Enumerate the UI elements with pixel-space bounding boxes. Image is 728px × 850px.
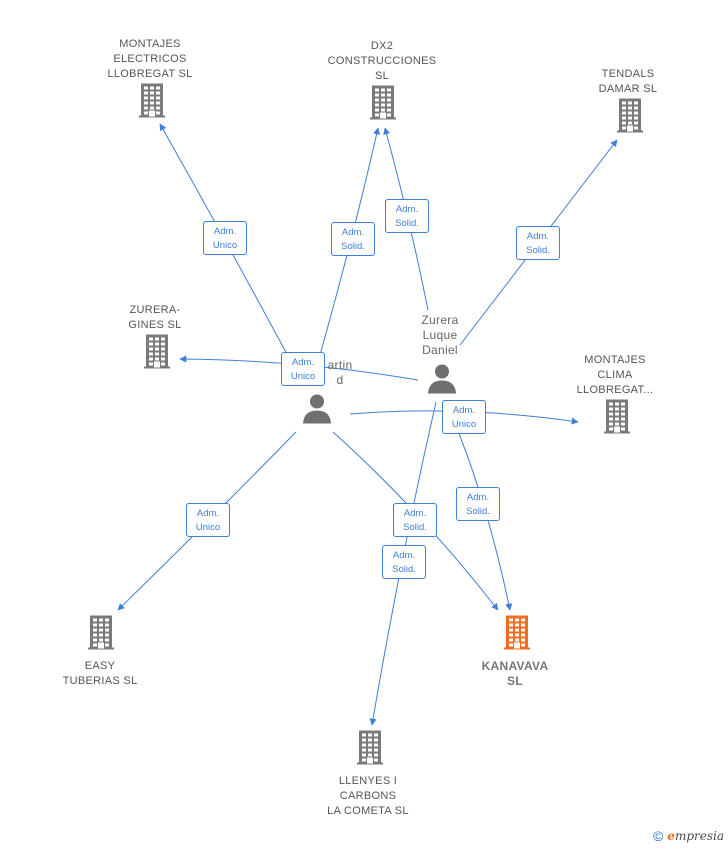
role-box-zurera-dx2[interactable]: Adm. Solid. [385, 199, 429, 233]
company-label-kanavava[interactable]: KANAVAVA SL [481, 659, 549, 688]
role-box-martin-montajes_electricos[interactable]: Adm. Unico [203, 221, 247, 255]
role-box-martin-easy[interactable]: Adm. Unico [186, 503, 230, 537]
building-icon[interactable] [144, 334, 170, 374]
building-icon[interactable] [617, 98, 643, 138]
building-icon[interactable] [88, 615, 114, 655]
building-icon[interactable] [604, 399, 630, 439]
role-box-martin-kanavava[interactable]: Adm. Solid. [393, 503, 437, 537]
company-label-easy[interactable]: EASY TUBERIAS SL [62, 660, 138, 687]
company-label-montajes_clima[interactable]: MONTAJES CLIMA LLOBREGAT... [576, 354, 654, 396]
building-icon[interactable] [139, 83, 165, 123]
building-icon[interactable] [370, 85, 396, 125]
role-box-martin-montajes_clima[interactable]: Adm. Unico [442, 400, 486, 434]
person-icon[interactable] [427, 364, 457, 399]
person-icon[interactable] [302, 394, 332, 429]
role-box-zurera-kanavava[interactable]: Adm. Solid. [456, 487, 500, 521]
role-box-martin-dx2[interactable]: Adm. Solid. [331, 222, 375, 256]
company-label-zurera_gines[interactable]: ZURERA- GINES SL [128, 304, 182, 331]
role-box-zurera-tendals[interactable]: Adm. Solid. [516, 226, 560, 260]
building-icon[interactable] [357, 730, 383, 770]
footer-brand: © empresia [653, 828, 724, 844]
copyright-symbol: © [652, 828, 664, 844]
empresia-logo: empresia [667, 829, 724, 843]
role-box-zurera-zurera_gines[interactable]: Adm. Unico [281, 352, 325, 386]
company-label-tendals[interactable]: TENDALS DAMAR SL [598, 68, 658, 95]
person-label-zurera[interactable]: Zurera Luque Daniel [421, 313, 459, 357]
person-label-martin[interactable]: artin d [327, 358, 353, 387]
role-box-zurera-llenyes[interactable]: Adm. Solid. [382, 545, 426, 579]
company-label-dx2[interactable]: DX2 CONSTRUCCIONES SL [327, 40, 437, 82]
company-label-llenyes[interactable]: LLENYES I CARBONS LA COMETA SL [327, 775, 409, 817]
company-label-montajes_electricos[interactable]: MONTAJES ELECTRICOS LLOBREGAT SL [107, 38, 193, 80]
building-icon[interactable] [504, 615, 530, 655]
edges-layer [117, 123, 618, 726]
